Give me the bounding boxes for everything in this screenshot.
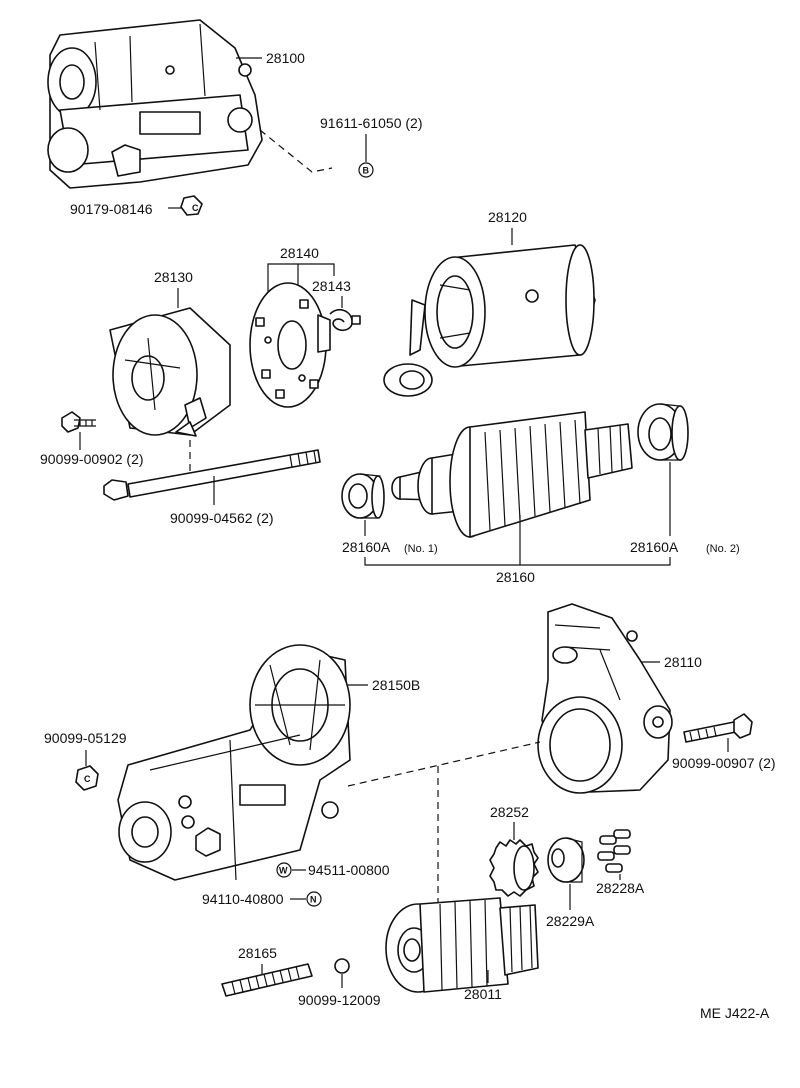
label-90099-05129: 90099-05129 [44,730,127,746]
svg-text:(No. 2): (No. 2) [706,543,740,555]
label-28100: 28100 [266,50,305,66]
ball-90099-12009 [334,958,350,974]
label-28120: 28120 [488,209,527,225]
bolt-90099-00907 [683,713,753,743]
label-28150b: 28150B [372,677,420,693]
bracket-28140 [267,263,335,292]
idle-gear-28252 [489,839,539,897]
dash-switch-to-housing [347,741,541,787]
brush-holder-28140 [249,282,331,408]
label-28140: 28140 [280,245,319,261]
stud-28165 [221,963,313,997]
roller-bearing-28229a [547,837,585,883]
label-28229a: 28229A [546,913,595,929]
symbol-w-marker: W [276,862,292,878]
nut-90179: C [180,195,203,216]
label-28252: 28252 [490,804,529,820]
svg-text:B: B [363,166,370,176]
label-28160a-no1: 28160A (No. 1) [342,539,438,555]
drive-housing-28110 [537,603,673,794]
label-28011: 28011 [464,986,502,1002]
svg-text:28160A: 28160A [630,539,679,555]
through-bolt-90099-04562 [103,449,321,501]
bracket-28160 [364,557,671,566]
bearing-28160a-no1 [341,473,385,519]
label-90099-12009: 90099-12009 [298,992,381,1008]
starter-clutch-28011 [385,897,539,993]
label-28228a: 28228A [596,880,645,896]
end-frame-28130 [109,307,231,437]
label-90099-00902: 90099-00902 (2) [40,451,144,467]
label-28160a-no2: 28160A (No. 2) [630,539,740,555]
label-28110: 28110 [664,654,702,670]
nut-90099-05129: C [75,765,99,791]
field-frame-28120 [383,244,596,397]
figure-code: ME J422-A [700,1005,770,1021]
label-28165: 28165 [238,945,277,961]
label-90099-04562: 90099-04562 (2) [170,510,274,526]
starter-assembly-28100 [47,19,263,189]
screw-90099-00902 [61,411,96,433]
label-28130: 28130 [154,269,193,285]
rollers-28228a [597,829,631,873]
label-90179-08146: 90179-08146 [70,201,153,217]
label-28160: 28160 [496,569,535,585]
dash-starter-to-bolt [259,129,333,173]
svg-text:W: W [279,866,288,876]
symbol-n-marker: N [306,891,322,907]
spring-28143 [329,308,361,332]
svg-text:(No. 1): (No. 1) [404,543,438,555]
magnetic-switch-28150b [117,644,351,881]
armature-28160 [391,411,633,538]
label-91611-61050: 91611-61050 (2) [320,115,422,131]
svg-text:C: C [192,203,199,213]
svg-text:N: N [310,895,317,905]
symbol-b-marker: B [358,162,374,178]
label-94511-00800: 94511-00800 [308,862,390,878]
svg-text:28160A: 28160A [342,539,391,555]
label-90099-00907: 90099-00907 (2) [672,755,776,771]
label-94110-40800: 94110-40800 [202,891,284,907]
svg-text:C: C [84,774,91,784]
label-28143: 28143 [312,278,351,294]
bearing-28160a-no2 [637,403,689,461]
